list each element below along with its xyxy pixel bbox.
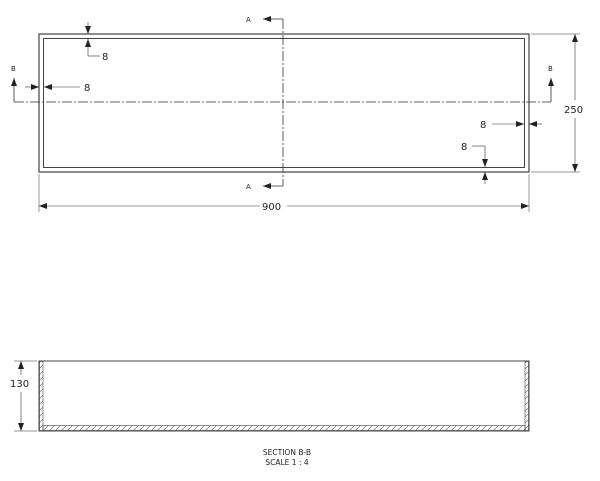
dim-bottom-wall: 8 (461, 142, 488, 184)
left-wall-hatch (39, 361, 44, 431)
bottom-hatch (42, 425, 526, 431)
dim-height-value: 130 (10, 379, 29, 390)
dim-length-value: 900 (262, 202, 281, 213)
section-b-label-left: B (11, 65, 16, 73)
dim-left-wall: 8 (25, 83, 90, 94)
section-view-b-b: 130 SECTION B-B SCALE 1 : 4 (10, 360, 530, 467)
dim-top-wall: 8 (85, 22, 108, 63)
section-line-a: A A (246, 16, 284, 191)
section-line-b: B B (11, 65, 554, 103)
inner-outline (43, 38, 525, 168)
section-a-label-bottom: A (246, 183, 251, 191)
dim-length: 900 (38, 174, 530, 213)
dim-top-wall-value: 8 (102, 52, 108, 63)
section-a-label-top: A (246, 16, 251, 24)
dim-bottom-wall-value: 8 (461, 142, 467, 153)
section-title: SECTION B-B (263, 448, 311, 457)
section-scale: SCALE 1 : 4 (265, 458, 308, 467)
top-view: A A B B 8 8 8 (11, 16, 583, 213)
outer-outline (38, 33, 530, 173)
section-b-label-right: B (548, 65, 553, 73)
right-wall-hatch (524, 361, 529, 431)
dim-right-wall-value: 8 (480, 120, 486, 131)
dim-width-value: 250 (564, 105, 583, 116)
dim-width: 250 (531, 33, 583, 173)
dim-height: 130 (10, 360, 37, 432)
dim-right-wall: 8 (480, 120, 542, 131)
dim-left-wall-value: 8 (84, 83, 90, 94)
